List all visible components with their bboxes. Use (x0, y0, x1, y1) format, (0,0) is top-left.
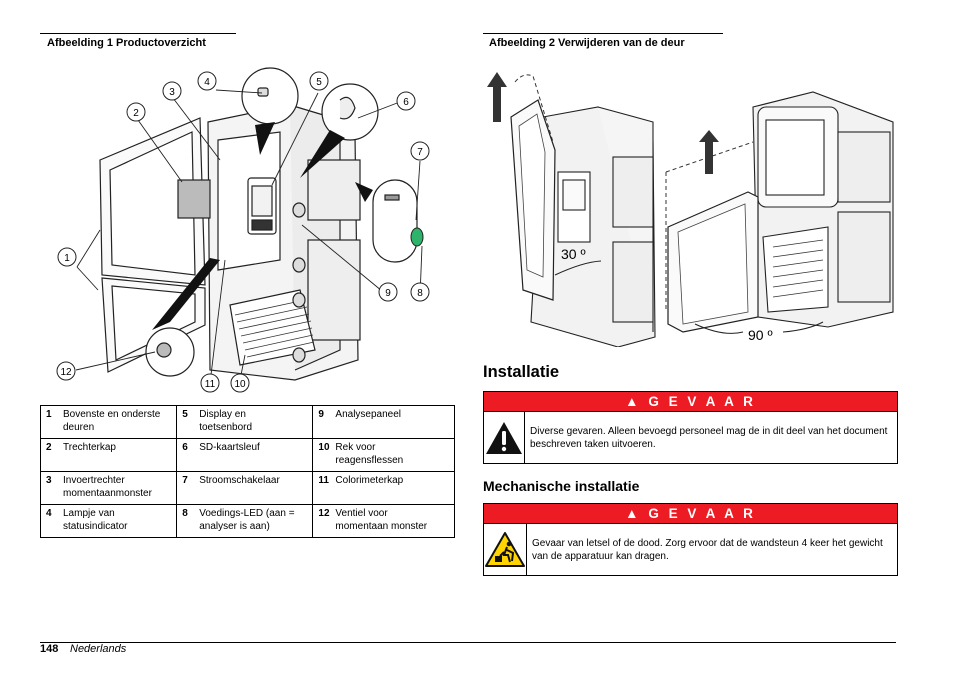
angle-90-label: 90 º (748, 327, 773, 343)
subsection-heading: Mechanische installatie (483, 478, 640, 494)
section-heading: Installatie (483, 363, 560, 381)
svg-text:7: 7 (417, 147, 423, 158)
legend-text: Rek voor reagensflessen (335, 442, 404, 466)
legend-text: Trechterkap (63, 442, 116, 453)
danger-label: G E V A A R (648, 394, 756, 409)
warning-triangle-icon (486, 421, 522, 454)
legend-text: Stroomschakelaar (199, 475, 280, 486)
footer-rule (40, 642, 896, 643)
page-number: 148 (40, 643, 59, 655)
figure1-title: Afbeelding 1 Productoverzicht (47, 37, 206, 49)
svg-text:5: 5 (316, 77, 322, 88)
footer-language: Nederlands (70, 643, 127, 655)
warning-small-icon: ▲ (625, 506, 642, 521)
legend-number: 3 (46, 475, 52, 486)
legend-row: 2 Trechterkap 6 SD-kaartsleuf 10 Rek voor r… (39, 438, 455, 472)
angle-30-label: 30 º (561, 246, 586, 262)
danger-box-mounting: ▲ G E V A A R Gevaar van letsel of de do… (483, 503, 898, 576)
figure1-legend-table: 1 Bovenste en onderste deuren 5 Display en… (39, 405, 455, 538)
callout-7: 7 (410, 141, 430, 161)
figure2-rule (483, 33, 723, 34)
svg-text:6: 6 (403, 97, 409, 108)
legend-number: 10 (318, 442, 330, 453)
danger-header: ▲ G E V A A R (484, 504, 897, 524)
legend-row: 4 Lampje van statusindicator 8 Voedings-LE… (39, 504, 455, 538)
legend-text: Display en toetsenbord (199, 409, 253, 433)
svg-text:10: 10 (234, 379, 246, 390)
legend-number: 7 (182, 475, 188, 486)
legend-number: 11 (318, 475, 329, 486)
legend-text: Invoertrechter momentaanmonster (63, 475, 152, 499)
legend-number: 1 (46, 409, 52, 420)
svg-text:9: 9 (385, 288, 391, 299)
callout-5: 5 (309, 71, 329, 91)
legend-number: 9 (318, 409, 324, 420)
figure2-title: Afbeelding 2 Verwijderen van de deur (489, 37, 685, 49)
zoom-power-switch (372, 179, 418, 263)
legend-text: Colorimeterkap (335, 475, 404, 486)
danger-message: Diverse gevaren. Alleen bevoegd personee… (530, 425, 888, 450)
zoom-status-led (241, 67, 299, 125)
callout-8: 8 (410, 282, 430, 302)
svg-text:4: 4 (204, 77, 210, 88)
up-arrow-left (487, 72, 507, 122)
legend-text: SD-kaartsleuf (199, 442, 260, 453)
svg-text:1: 1 (64, 253, 70, 264)
warning-small-icon: ▲ (625, 394, 642, 409)
legend-text: Lampje van statusindicator (63, 508, 128, 532)
legend-text: Ventiel voor momentaan monster (335, 508, 428, 532)
callout-11: 11 (200, 373, 220, 393)
callout-4: 4 (197, 71, 217, 91)
funnel-cover (177, 179, 211, 219)
callout-1: 1 (57, 247, 77, 267)
right-reagent-rack (762, 226, 829, 313)
svg-text:12: 12 (60, 367, 72, 378)
callout-6: 6 (396, 91, 416, 111)
svg-text:11: 11 (205, 379, 216, 390)
legend-number: 5 (182, 409, 188, 420)
power-led (410, 227, 424, 247)
door-removal-illustration: 30 º 90 º (487, 72, 894, 347)
danger-box-general: ▲ G E V A A R Diverse gevaren. Alleen be… (483, 391, 898, 464)
legend-text: Voedings-LED (aan = analyser is aan) (199, 508, 295, 532)
danger-label: G E V A A R (648, 506, 756, 521)
legend-row: 1 Bovenste en onderste deuren 5 Display en… (39, 405, 455, 439)
svg-text:8: 8 (417, 288, 423, 299)
heavy-lifting-hazard-icon (485, 531, 525, 567)
danger-message: Gevaar van letsel of de dood. Zorg ervoo… (532, 537, 883, 562)
up-arrow-right (699, 130, 719, 174)
legend-number: 4 (46, 508, 52, 519)
callout-12: 12 (56, 361, 76, 381)
product-overview-illustration: 1 2 3 4 5 6 7 8 9 10 11 12 (56, 67, 430, 393)
callouts: 1 2 3 4 5 6 7 8 9 10 11 12 (56, 71, 430, 393)
callout-10: 10 (230, 373, 250, 393)
legend-number: 8 (182, 508, 188, 519)
danger-header: ▲ G E V A A R (484, 392, 897, 412)
legend-number: 2 (46, 442, 52, 453)
legend-number: 6 (182, 442, 188, 453)
figure1-rule (40, 33, 236, 34)
callout-9: 9 (378, 282, 398, 302)
callout-3: 3 (162, 81, 182, 101)
legend-text: Analysepaneel (335, 409, 402, 420)
callout-2: 2 (126, 102, 146, 122)
svg-text:2: 2 (133, 108, 139, 119)
svg-text:3: 3 (169, 87, 175, 98)
legend-row: 3 Invoertrechter momentaanmonster 7 Stroom… (39, 471, 455, 505)
legend-number: 12 (318, 508, 330, 519)
legend-text: Bovenste en onderste deuren (63, 409, 161, 433)
